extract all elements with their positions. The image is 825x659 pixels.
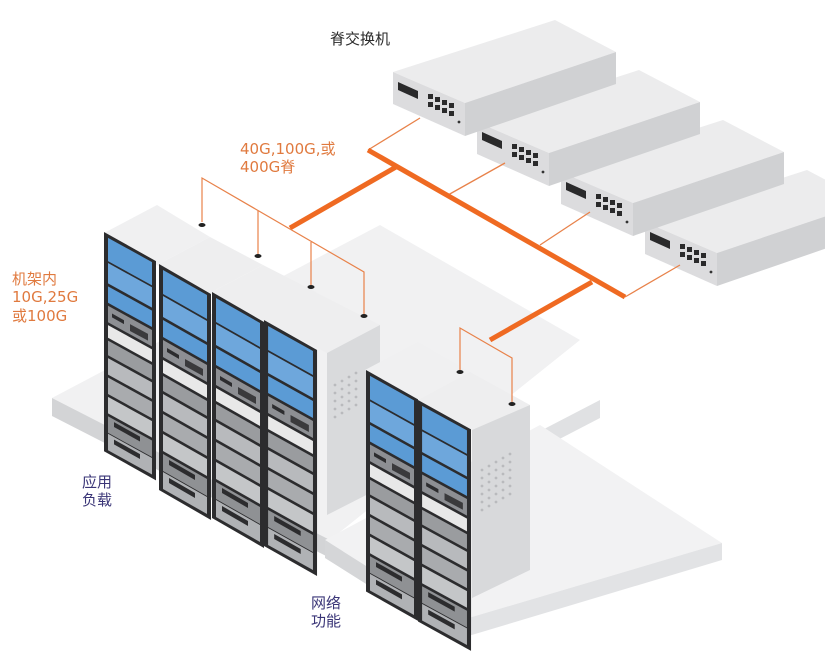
spine-speed-line-2: 400G脊	[240, 158, 296, 177]
application-workloads-label: 应用 负载	[82, 473, 112, 510]
network-rack-1	[365, 342, 470, 621]
network-rack-2	[418, 372, 530, 651]
network-functions-label: 网络 功能	[311, 594, 341, 631]
app-rack-1	[104, 205, 210, 481]
spine-switch-2	[477, 70, 700, 186]
spine-thin-links	[367, 117, 681, 298]
in-rack-speed-label: 机架内 10G,25G 或100G	[12, 270, 78, 325]
spine-switch-1	[393, 20, 616, 136]
rack-vent	[333, 371, 358, 419]
app-rack-group	[104, 205, 380, 576]
spine-switches-text: 脊交换机	[330, 30, 391, 48]
app-rack-3	[210, 265, 316, 548]
spine-switches-label: 脊交换机	[330, 30, 390, 48]
in-rack-speed-line-2: 10G,25G	[12, 288, 79, 307]
network-rack-group	[365, 342, 530, 651]
spine-speed-line-1: 40G,100G,或	[240, 140, 336, 158]
application-workloads-line-1: 应用	[82, 473, 113, 491]
application-workloads-line-2: 负载	[82, 491, 113, 510]
network-functions-line-1: 网络	[311, 594, 342, 612]
spine-switch-group	[393, 20, 825, 286]
rack-vent	[480, 452, 512, 512]
spine-speed-label: 40G,100G,或 400G脊	[240, 140, 336, 177]
in-rack-speed-line-1: 机架内	[12, 270, 58, 288]
leaf-thin-links	[201, 176, 513, 402]
in-rack-speed-line-3: 或100G	[12, 306, 68, 325]
network-functions-line-2: 功能	[311, 612, 342, 631]
spine-switch-3	[561, 120, 784, 236]
spine-backbone	[288, 147, 627, 343]
spine-switch-4	[645, 170, 825, 286]
